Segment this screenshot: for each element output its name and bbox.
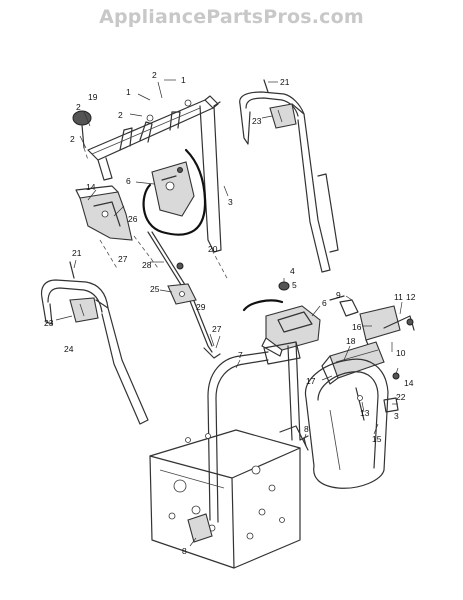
callout-14: 14 [86, 182, 96, 192]
left-bracket [75, 185, 133, 241]
cam-bracket [151, 161, 195, 217]
callout-7: 7 [238, 350, 243, 360]
callout-2: 2 [152, 70, 157, 80]
callout-3: 3 [228, 197, 233, 207]
callout-27: 27 [212, 324, 222, 334]
callout-2: 2 [118, 110, 123, 120]
callout-13: 13 [360, 408, 370, 418]
left-handle [40, 261, 149, 425]
callout-24: 24 [64, 344, 74, 354]
callout-23: 23 [252, 116, 262, 126]
callout-1: 1 [126, 87, 131, 97]
callout-20: 20 [208, 244, 218, 254]
leader-lines [55, 79, 403, 547]
callout-4: 4 [290, 266, 295, 276]
callout-23: 23 [44, 318, 54, 328]
callout-2: 2 [76, 102, 81, 112]
callout-17: 17 [306, 376, 316, 386]
callout-5: 5 [292, 280, 297, 290]
frame-housing [149, 425, 309, 569]
callout-8: 8 [304, 424, 309, 434]
cable-part [142, 148, 207, 236]
callout-11: 11 [394, 292, 403, 302]
upright-tube [207, 341, 301, 523]
callout-27: 27 [118, 254, 128, 264]
callout-14: 14 [404, 378, 414, 388]
callout-22: 22 [396, 392, 406, 402]
callout-8: 8 [182, 546, 187, 556]
right-handle [239, 79, 339, 273]
callout-15: 15 [372, 434, 382, 444]
callout-16: 16 [352, 322, 362, 332]
callout-2: 2 [70, 134, 75, 144]
callout-10: 10 [396, 348, 406, 358]
callout-9: 9 [336, 290, 341, 300]
callout-6: 6 [126, 176, 131, 186]
chute-deflector [242, 281, 359, 357]
callout-21: 21 [72, 248, 82, 258]
callout-28: 28 [142, 260, 152, 270]
upper-handle-frame [87, 95, 222, 253]
callout-18: 18 [346, 336, 356, 346]
callout-25: 25 [150, 284, 160, 294]
shift-rod [147, 231, 221, 359]
callout-26: 26 [128, 214, 138, 224]
callout-12: 12 [406, 292, 416, 302]
watermark: AppliancePartsPros.com [99, 6, 364, 28]
callout-6: 6 [322, 298, 327, 308]
callout-19: 19 [88, 92, 98, 102]
callout-3: 3 [394, 411, 399, 421]
callout-labels: 1 1 2 2 2 2 3 3 4 5 6 6 7 8 8 9 10 11 12… [44, 70, 416, 556]
callout-21: 21 [280, 77, 290, 87]
callout-1: 1 [181, 75, 186, 85]
callout-29: 29 [196, 302, 206, 312]
discharge-chute [304, 305, 415, 489]
knob-part [72, 110, 92, 161]
